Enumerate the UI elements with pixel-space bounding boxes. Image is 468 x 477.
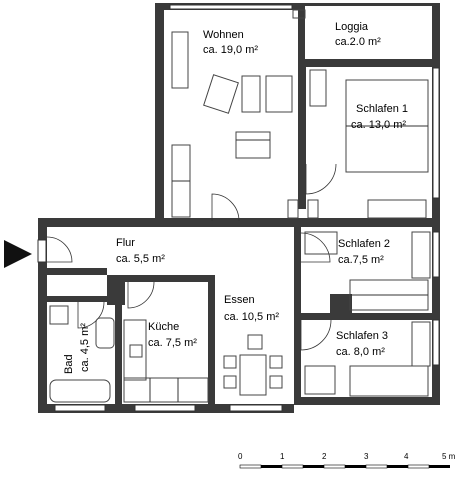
scale-tick-1: 1 <box>280 452 285 461</box>
room-name-loggia: Loggia <box>335 21 369 33</box>
room-area-bad: ca. 4,5 m² <box>79 323 91 372</box>
room-name-schlafen1: Schlafen 1 <box>356 103 408 115</box>
room-area-wohnen: ca. 19,0 m² <box>203 44 258 56</box>
room-area-schlafen3: ca. 8,0 m² <box>336 346 385 358</box>
room-name-schlafen3: Schlafen 3 <box>336 330 388 342</box>
scale-tick-3: 3 <box>364 452 369 461</box>
room-name-wohnen: Wohnen <box>203 29 244 41</box>
doors <box>46 163 337 351</box>
room-area-essen: ca. 10,5 m² <box>224 311 279 323</box>
entrance-arrow-icon <box>4 240 32 268</box>
room-name-kueche: Küche <box>148 321 179 333</box>
scale-tick-2: 2 <box>322 452 327 461</box>
room-area-kueche: ca. 7,5 m² <box>148 337 197 349</box>
room-area-schlafen2: ca.7,5 m² <box>338 254 384 266</box>
scale-tick-4: 4 <box>404 452 409 461</box>
room-labels: Wohnen ca. 19,0 m² Loggia ca.2.0 m² Schl… <box>63 21 408 374</box>
scale-unit: 5 m <box>442 452 456 461</box>
furniture <box>49 9 431 403</box>
room-area-flur: ca. 5,5 m² <box>116 253 165 265</box>
scale-tick-0: 0 <box>238 452 243 461</box>
room-name-bad: Bad <box>63 354 75 374</box>
room-name-schlafen2: Schlafen 2 <box>338 238 390 250</box>
scale-bar: 0 1 2 3 4 5 m <box>238 452 456 469</box>
room-name-essen: Essen <box>224 294 255 306</box>
room-area-loggia: ca.2.0 m² <box>335 36 381 48</box>
windows <box>37 4 440 412</box>
room-name-flur: Flur <box>116 237 135 249</box>
room-area-schlafen1: ca. 13,0 m² <box>351 119 406 131</box>
